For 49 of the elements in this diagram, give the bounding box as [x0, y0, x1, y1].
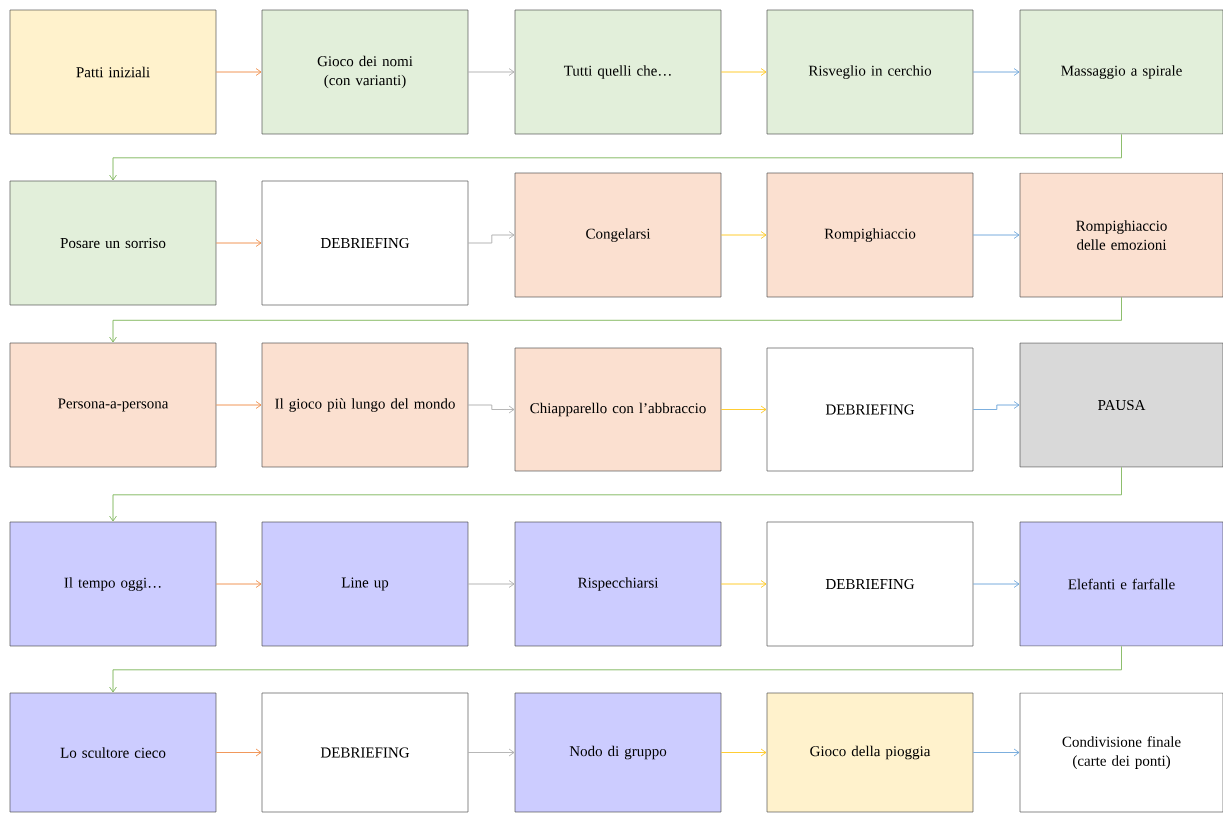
process-box: Rompighiaccio	[766, 172, 974, 298]
arrow	[972, 580, 1020, 588]
process-box: Rispecchiarsi	[514, 521, 722, 647]
process-box: Lo scultore cieco	[9, 692, 217, 813]
arrow	[109, 645, 1122, 693]
process-box: DEBRIEFING	[261, 180, 469, 306]
process-box: DEBRIEFING	[261, 692, 469, 813]
arrow	[215, 748, 262, 757]
arrow	[972, 68, 1020, 76]
arrow	[720, 580, 767, 588]
arrow	[215, 580, 262, 588]
process-box: Il gioco più lungo del mondo	[261, 342, 469, 468]
arrow	[720, 231, 767, 239]
process-box: Chiapparello con l’abbraccio	[514, 347, 722, 472]
process-box: DEBRIEFING	[766, 521, 974, 647]
process-box: Gioco dei nomi (con varianti)	[261, 9, 469, 135]
process-box: Il tempo oggi…	[9, 521, 217, 647]
process-box: PAUSA	[1019, 342, 1223, 468]
arrow	[215, 239, 262, 247]
process-box: DEBRIEFING	[766, 347, 974, 472]
process-box: Risveglio in cerchio	[766, 9, 974, 135]
arrow	[109, 296, 1122, 343]
process-box: Nodo di gruppo	[514, 692, 722, 813]
process-box: Posare un sorriso	[9, 180, 217, 306]
arrow	[467, 748, 515, 757]
process-box: Persona-a-persona	[9, 342, 217, 468]
arrow	[972, 231, 1020, 239]
arrow	[720, 748, 767, 757]
process-box: Line up	[261, 521, 469, 647]
arrow	[467, 580, 515, 588]
arrow	[467, 231, 515, 244]
arrow	[972, 401, 1020, 410]
arrow	[215, 68, 262, 76]
process-box: Elefanti e farfalle	[1019, 521, 1223, 647]
process-box: Massaggio a spirale	[1019, 9, 1223, 135]
process-box: Patti iniziali	[9, 9, 217, 135]
process-box: Tutti quelli che…	[514, 9, 722, 135]
arrow	[972, 748, 1020, 757]
process-box: Condivisione finale (carte dei ponti)	[1019, 692, 1223, 813]
process-box: Rompighiaccio delle emozioni	[1019, 172, 1223, 298]
arrow	[720, 405, 767, 414]
arrow	[109, 133, 1122, 181]
process-box: Gioco della pioggia	[766, 692, 974, 813]
arrow	[467, 68, 515, 76]
process-box: Congelarsi	[514, 172, 722, 298]
arrow	[720, 68, 767, 76]
arrow	[109, 466, 1122, 522]
arrow	[215, 401, 262, 409]
arrow	[467, 404, 515, 414]
